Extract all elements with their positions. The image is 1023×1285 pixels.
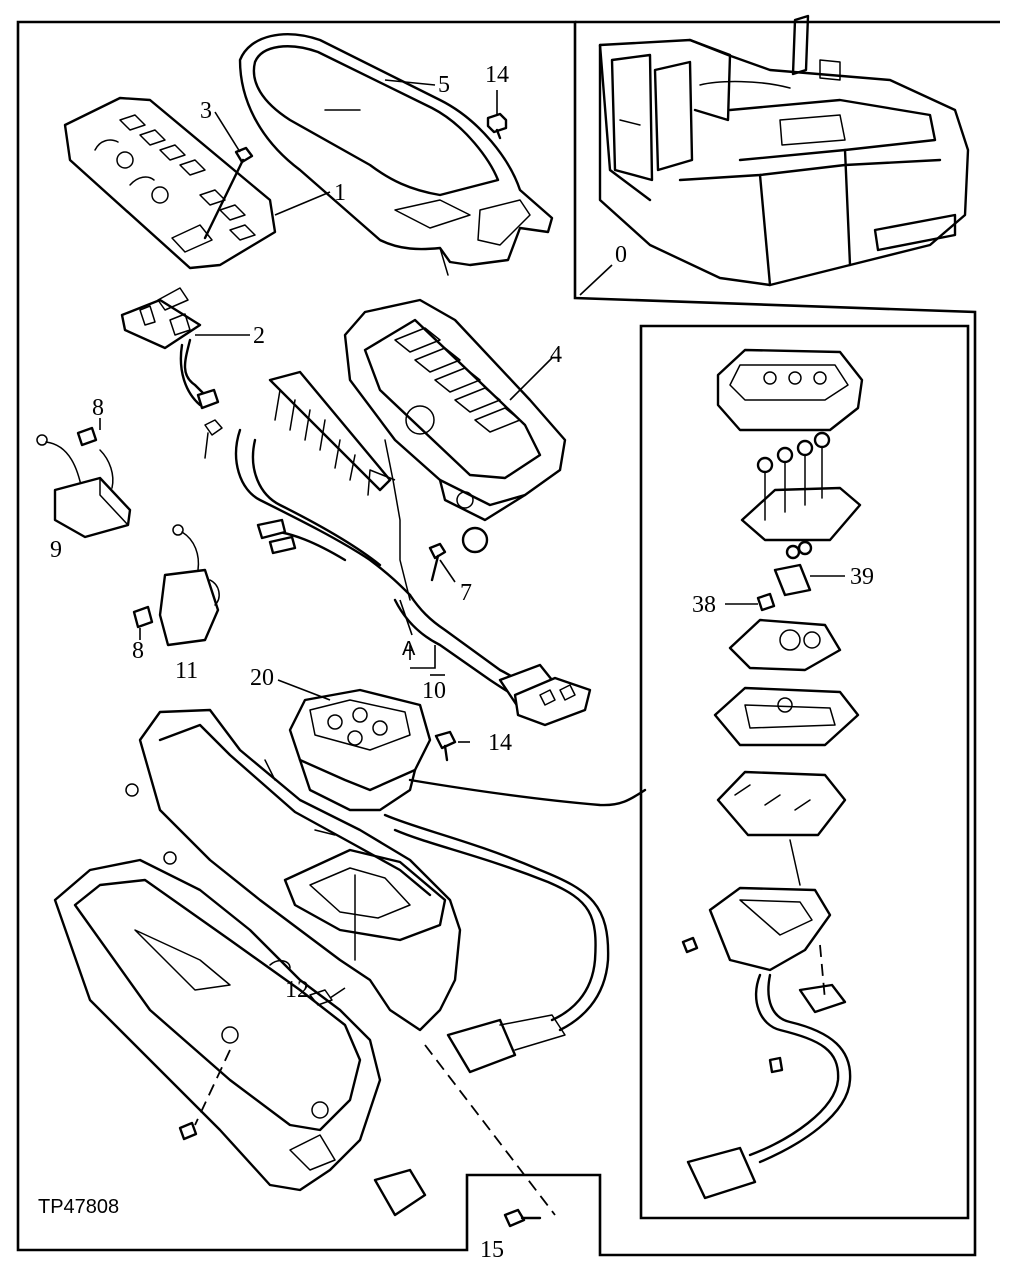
callout-12: 12 [285,977,309,1003]
drawing-id: TP47808 [38,1196,119,1218]
callout-4: 4 [550,342,562,368]
console-harness [383,778,647,1074]
dashed-leaders [194,944,826,1216]
callout-15: 15 [480,1237,504,1263]
screw-part-7 [428,542,447,582]
switch-bracket-part-2 [120,287,220,410]
callouts: 0 1 2 3 4 5 7 8 8 9 10 11 12 14 14 15 20… [38,62,874,1263]
callout-8-upper: 8 [92,395,104,421]
screw-part-12 [269,960,333,1006]
top-cover-part-5 [238,33,554,276]
wire-harness-main [204,370,592,727]
callout-38: 38 [692,592,716,618]
callout-9: 9 [50,537,62,563]
relay-part-9 [36,426,132,539]
diagram-frame [16,20,1000,1257]
switch-block-part-20 [288,688,432,812]
bolt-part-14-top [486,112,508,140]
gauge-housing-part-4 [343,298,567,554]
callout-8-lower: 8 [132,638,144,664]
console-frame [125,708,462,1032]
callout-11: 11 [175,658,198,684]
callout-10: 10 [422,678,446,704]
leader-lines [99,79,845,999]
callout-0: 0 [615,242,627,268]
inset-switch-assembly [681,348,864,1200]
console-lower-cover [53,858,427,1217]
callout-3: 3 [200,98,212,124]
callout-A: A [402,638,416,660]
relay-part-11 [132,524,220,647]
excavator-overview [598,14,970,287]
screw-part-15 [503,1208,542,1228]
callout-1: 1 [334,180,346,206]
switch-panel-part-1 [63,96,277,270]
callout-2: 2 [253,323,265,349]
callout-5: 5 [438,72,450,98]
callout-20: 20 [250,665,274,691]
bolt-part-14-lower [434,730,457,762]
callout-14-upper: 14 [485,62,509,88]
callout-39: 39 [850,564,874,590]
callout-14-lower: 14 [488,730,512,756]
callout-7: 7 [460,580,472,606]
